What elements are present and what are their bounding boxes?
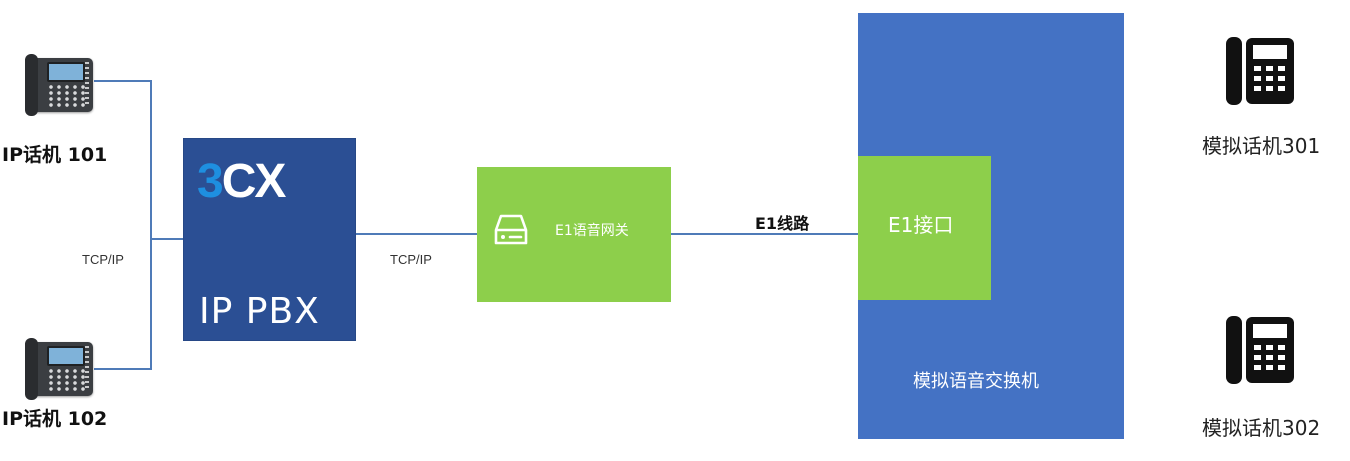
- link-label-gateway-switch: E1线路: [755, 214, 810, 233]
- connector-pbx-gateway: [356, 233, 477, 235]
- ip-phone-icon: [25, 338, 97, 400]
- connector-phone2: [94, 368, 152, 370]
- connector-vertical: [150, 80, 152, 370]
- phone-icon: [1226, 316, 1294, 384]
- link-label-phones-pbx: TCP/IP: [82, 252, 124, 267]
- ip-pbx-box: 3CX IP PBX: [183, 138, 356, 341]
- ip-phone-102-label: IP话机 102: [2, 408, 108, 430]
- e1-gateway-box: E1语音网关: [477, 167, 671, 302]
- router-icon: [494, 214, 528, 245]
- phone-icon: [1226, 37, 1294, 105]
- analog-phone-301-label: 模拟话机301: [1202, 134, 1321, 158]
- switch-label: 模拟语音交换机: [913, 371, 1039, 392]
- analog-phone-302-label: 模拟话机302: [1202, 416, 1321, 440]
- e1-port-label: E1接口: [888, 213, 954, 237]
- ip-phone-icon: [25, 54, 97, 116]
- 3cx-logo: 3CX: [197, 155, 286, 208]
- ip-phone-101-label: IP话机 101: [2, 144, 108, 166]
- gateway-label: E1语音网关: [555, 223, 629, 239]
- link-label-pbx-gateway: TCP/IP: [390, 252, 432, 267]
- connector-to-pbx: [150, 238, 184, 240]
- analog-switch-box: E1接口 模拟语音交换机: [858, 13, 1124, 439]
- connector-phone1: [94, 80, 152, 82]
- connector-gateway-switch: [671, 233, 858, 235]
- e1-port-box: E1接口: [858, 156, 991, 300]
- pbx-label: IP PBX: [199, 291, 320, 332]
